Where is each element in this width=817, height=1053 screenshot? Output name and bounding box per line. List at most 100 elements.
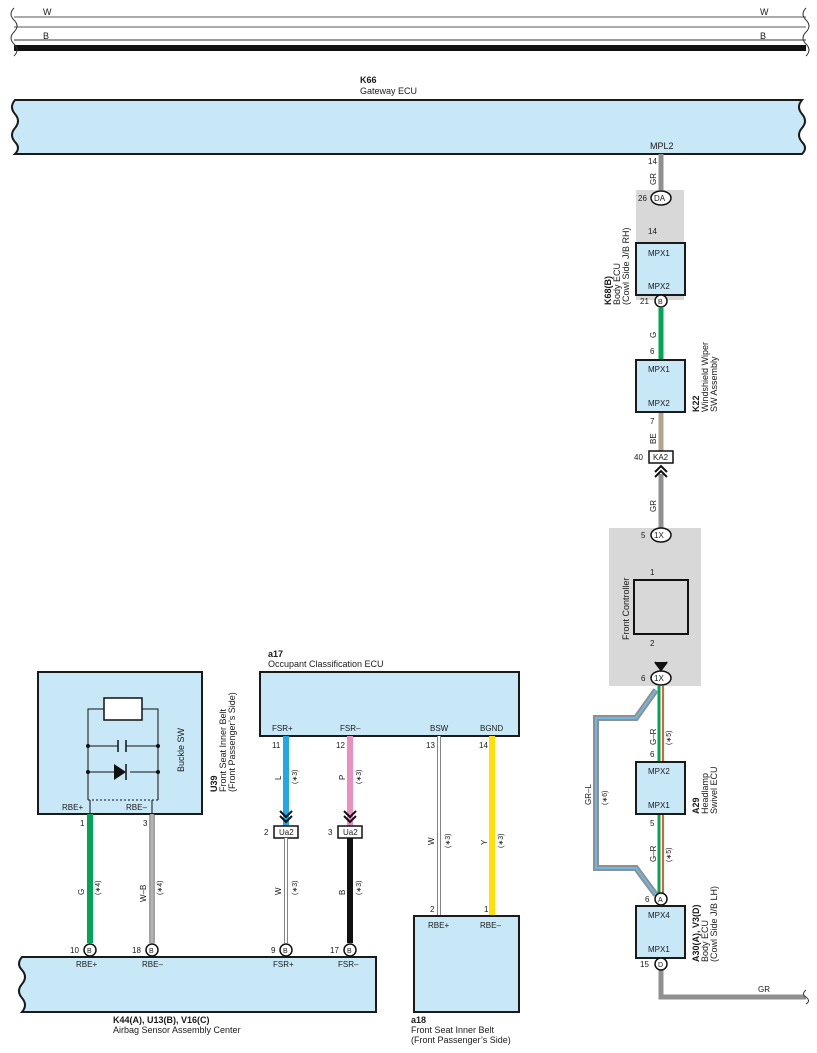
a29-headlamp-ecu: G–R (∗5) 6 MPX2 MPX1 5 G–R (∗5) A29 Head… [584,728,719,862]
a17-wires: L (∗3) P (∗3) W (∗3) Y (∗3) [274,736,505,916]
u39-name: Front Seat Inner Belt [218,708,228,792]
a17-pin13: 13 [426,741,435,750]
k44-pin17: 17 [330,946,339,955]
k68-conn: DA [654,194,666,203]
k68-conn-pin: 26 [638,194,647,203]
a17-bgnd: BGND [480,724,503,733]
k44-conn-9: B [283,948,288,955]
k44-pin10: 10 [70,946,79,955]
front-controller: 1X 5 1 2 Front Controller 1X 6 [609,527,701,686]
k68-name: Body ECU [612,263,622,305]
a30-mpx4: MPX4 [648,911,670,920]
a30-sub: (Cowl Side J/B LH) [709,886,719,962]
u39-sw: Buckle SW [176,727,186,772]
a29-bypass-note: (∗6) [602,791,609,805]
a18-name: Front Seat Inner Belt [411,1025,495,1035]
a30-out-pin: 15 [640,960,649,969]
a30-out-conn: D [658,962,663,969]
a17-fsr-minus: FSR– [340,724,361,733]
k44-rbe-minus: RBE– [142,960,163,969]
k22-wiper-switch: 6 MPX1 MPX2 7 K22 Windshield Wiper SW As… [635,342,719,444]
bus-b-right: B [760,31,766,41]
bus-w-left: W [43,7,52,17]
ua2-note-left: (∗3) [292,881,299,895]
bus-b-left: B [43,31,49,41]
k66-name: Gateway ECU [360,86,417,96]
front-name: Front Controller [621,577,631,640]
a29-top-wire: G–R [649,728,658,745]
bus-w-right: W [760,7,769,17]
k44-code: K44(A), U13(B), V16(C) [113,1015,210,1025]
k22-mpx1: MPX1 [648,365,670,374]
ua2-note-right: (∗3) [356,881,363,895]
a17-note14: (∗3) [498,834,505,848]
ua2-right-pin: 3 [328,828,333,837]
a18-sub: (Front Passenger’s Side) [411,1035,511,1045]
k22-out-wire: BE [649,433,658,444]
u39-pin3: 3 [143,819,148,828]
a17-w12: P [338,775,347,780]
a17-pin12: 12 [336,741,345,750]
front-pin2: 2 [650,639,655,648]
k22-mpx2: MPX2 [648,399,670,408]
k22-code: K22 [691,395,701,412]
a29-code: A29 [691,797,701,814]
k66-gateway-ecu: K66 Gateway ECU MPL2 [11,75,806,155]
a29-top-note: (∗5) [666,731,673,745]
a30-in-conn: A [658,897,663,904]
ua2-w-left: W [274,887,283,895]
ua2-connectors: Ua2 Ua2 2 3 W (∗3) B (∗3) [264,810,363,943]
a17-w11: L [274,775,283,780]
k66-wire: GR [649,173,658,185]
a17-note11: (∗3) [292,770,299,784]
bus-lines: W W B B [10,7,810,57]
k68-sub: (Cowl Side J/B RH) [621,227,631,305]
k66-pin-label: MPL2 [650,141,674,151]
k22-sub: SW Assembly [709,356,719,412]
a29-name: Headlamp [700,773,710,814]
u39-sub: (Front Passenger’s Side) [227,692,237,792]
a30-body-ecu: A 6 MPX4 MPX1 D 15 A30(A), V3(D) Body EC… [635,886,770,994]
ka2-connector: KA2 40 GR [634,450,674,512]
k44-fsr-minus: FSR– [338,960,359,969]
a17-fsr-plus: FSR+ [272,724,293,733]
a29-pin-top: 6 [650,750,655,759]
a18-pin1: 1 [484,905,489,914]
u39-rbe-plus: RBE+ [62,803,83,812]
a29-bypass-wire: GR–L [584,784,593,805]
a29-mpx1: MPX1 [648,801,670,810]
k44-conn-18: B [149,948,154,955]
a18-code: a18 [411,1015,426,1025]
a30-name: Body ECU [700,920,710,962]
u39-wire3: W–B [139,885,148,902]
a29-pin-bot: 5 [650,819,655,828]
u39-code: U39 [209,775,219,792]
a30-mpx1: MPX1 [648,945,670,954]
a17-bsw: BSW [430,724,449,733]
k68-out-pin: 21 [640,297,649,306]
a29-mpx2: MPX2 [648,767,670,776]
k44-airbag-sensor: B B B B 10 18 9 17 RBE+ RBE– FSR+ FSR– K… [18,943,377,1035]
a17-pin11: 11 [272,741,281,750]
ua2-right-label: Ua2 [343,828,358,837]
front-bot-conn: 1X [654,674,664,683]
a17-note13: (∗3) [445,834,452,848]
a17-w13: W [427,837,436,845]
k68-out-wire: G [649,332,658,338]
ka2-pin: 40 [634,453,643,462]
a29-sub: Swivel ECU [709,766,719,814]
a30-code: A30(A), V3(D) [691,904,701,962]
k68-code: K68(B) [603,276,613,305]
ua2-w-right: B [338,890,347,895]
k44-fsr-plus: FSR+ [273,960,294,969]
a17-code: a17 [268,649,283,659]
ua2-left-pin: 2 [264,828,269,837]
u39-buckle-switch: Buckle SW RBE+ RBE– U39 Front Seat Inner… [37,671,237,828]
front-bot-pin: 6 [641,674,646,683]
k44-pin9: 9 [271,946,276,955]
k44-conn-10: B [87,948,92,955]
k22-out-pin: 7 [650,417,655,426]
u39-pin1: 1 [80,819,85,828]
